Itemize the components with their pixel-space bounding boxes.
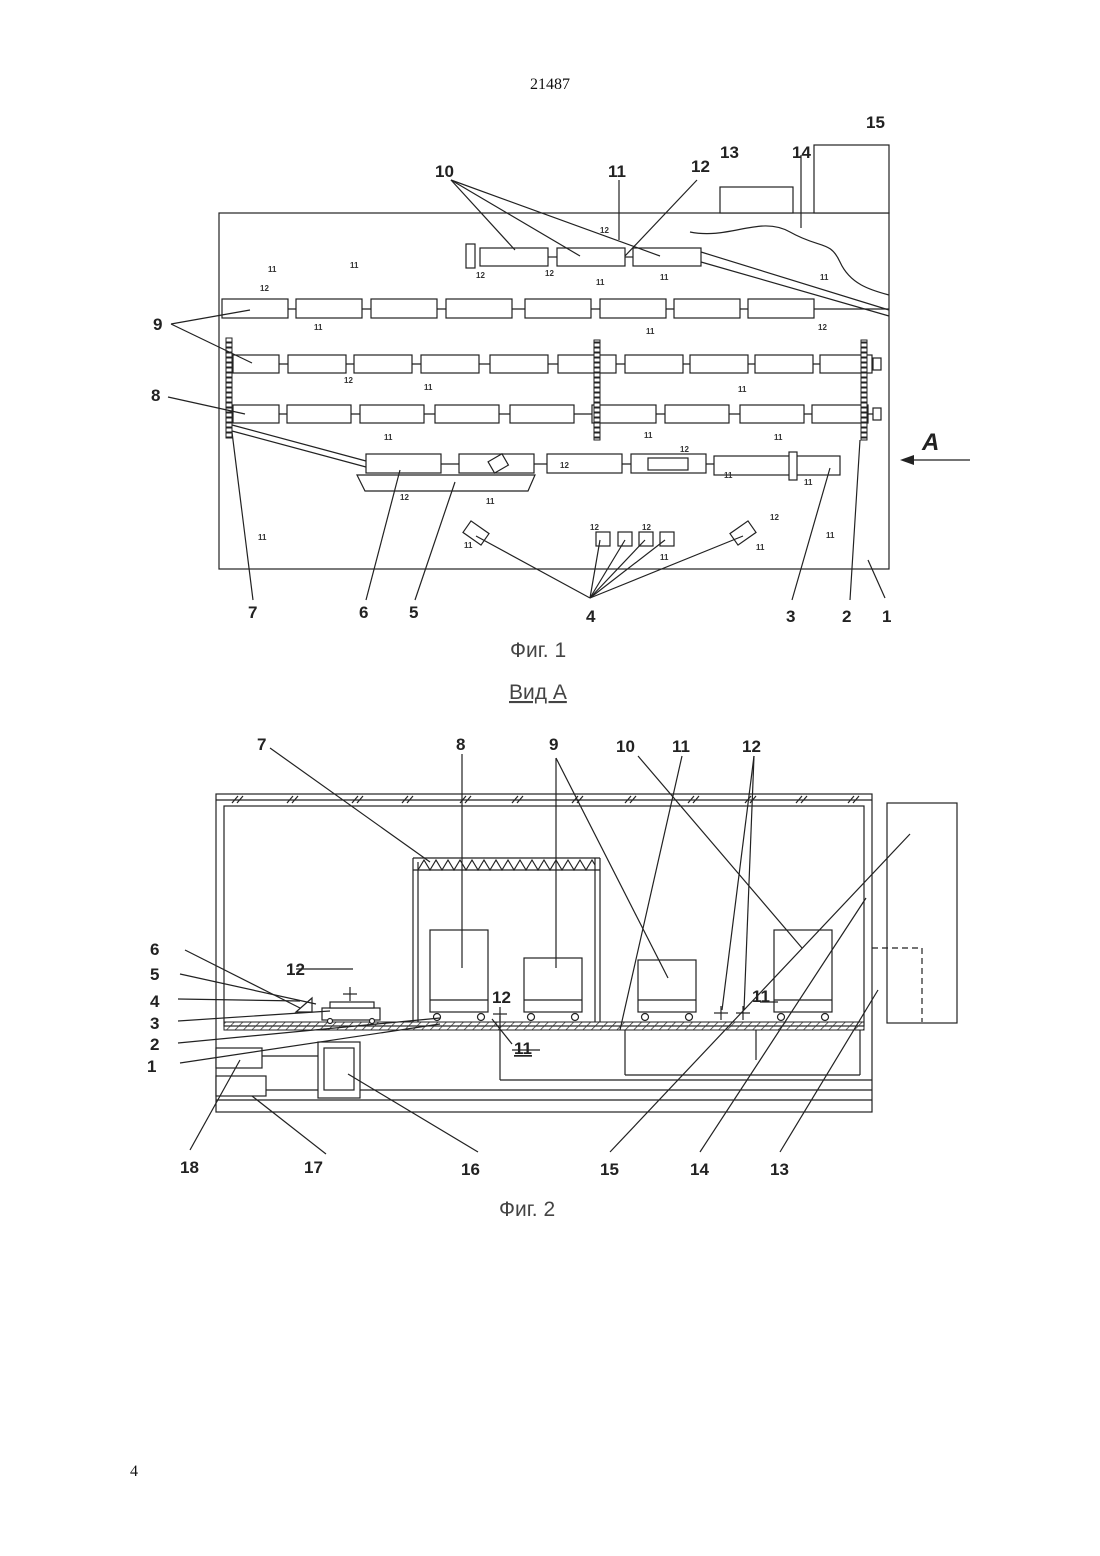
svg-text:8: 8 [151, 386, 160, 405]
svg-text:12: 12 [770, 513, 779, 522]
svg-text:11: 11 [644, 431, 653, 440]
svg-text:11: 11 [756, 543, 765, 552]
svg-text:11: 11 [486, 497, 495, 506]
svg-text:12: 12 [492, 988, 511, 1007]
fig2-vehicle-9 [524, 958, 582, 1021]
fig2-caption: Фиг. 2 [499, 1198, 555, 1221]
svg-text:12: 12 [286, 960, 305, 979]
unit-15 [814, 145, 889, 213]
svg-text:4: 4 [150, 992, 160, 1011]
svg-text:11: 11 [384, 433, 393, 442]
svg-text:11: 11 [774, 433, 783, 442]
fig2-unit-18 [216, 1048, 262, 1068]
svg-text:11: 11 [672, 737, 690, 756]
arrow-head-icon [900, 455, 914, 465]
fig2-vehicle-8 [430, 930, 488, 1021]
svg-text:1: 1 [882, 607, 891, 626]
svg-text:12: 12 [260, 284, 269, 293]
svg-text:7: 7 [248, 603, 257, 622]
svg-text:12: 12 [600, 226, 609, 235]
svg-text:15: 15 [600, 1160, 619, 1179]
svg-text:13: 13 [720, 143, 739, 162]
svg-text:17: 17 [304, 1158, 323, 1177]
svg-text:15: 15 [866, 113, 885, 132]
svg-text:12: 12 [590, 523, 599, 532]
hall-outline [219, 213, 889, 569]
svg-text:13: 13 [770, 1160, 789, 1179]
svg-text:11: 11 [646, 327, 655, 336]
svg-text:3: 3 [786, 607, 795, 626]
svg-text:11: 11 [350, 261, 359, 270]
fig2-view-title: Вид A [509, 681, 567, 704]
fig1-arrow-label: A [921, 429, 939, 456]
svg-text:12: 12 [642, 523, 651, 532]
svg-text:11: 11 [464, 541, 473, 550]
svg-text:9: 9 [153, 315, 162, 334]
svg-text:12: 12 [476, 271, 485, 280]
svg-text:12: 12 [344, 376, 353, 385]
svg-text:10: 10 [616, 737, 635, 756]
svg-text:11: 11 [424, 383, 433, 392]
svg-text:11: 11 [514, 1039, 532, 1058]
svg-text:11: 11 [660, 273, 669, 282]
svg-text:8: 8 [456, 735, 465, 754]
svg-text:12: 12 [400, 493, 409, 502]
svg-text:16: 16 [461, 1160, 480, 1179]
svg-text:12: 12 [680, 445, 689, 454]
svg-text:11: 11 [804, 478, 813, 487]
svg-text:6: 6 [359, 603, 368, 622]
svg-text:12: 12 [691, 157, 710, 176]
svg-text:11: 11 [268, 265, 277, 274]
fig1-diagram: A 11 11 12 11 12 11 11 11 12 11 11 11 11… [151, 113, 970, 662]
fig1-rail-right [861, 340, 867, 440]
svg-text:11: 11 [608, 162, 626, 181]
svg-text:9: 9 [549, 735, 558, 754]
svg-text:12: 12 [560, 461, 569, 470]
svg-text:11: 11 [258, 533, 267, 542]
svg-text:11: 11 [738, 385, 747, 394]
svg-text:5: 5 [150, 965, 159, 984]
svg-text:2: 2 [842, 607, 851, 626]
svg-text:11: 11 [724, 471, 733, 480]
fig2-vehicle-10 [774, 930, 832, 1021]
svg-text:18: 18 [180, 1158, 199, 1177]
fig2-floor [224, 1022, 864, 1030]
fig2-vehicle-9b [638, 960, 696, 1021]
svg-text:5: 5 [409, 603, 418, 622]
fig1-row-8 [229, 405, 881, 423]
svg-text:7: 7 [257, 735, 266, 754]
svg-text:12: 12 [545, 269, 554, 278]
fig1-caption: Фиг. 1 [510, 639, 566, 662]
svg-text:4: 4 [586, 607, 596, 626]
svg-text:11: 11 [752, 987, 770, 1006]
fig2-diagram: Вид A [147, 681, 957, 1221]
fig1-row-9-upper [222, 299, 889, 318]
svg-text:11: 11 [820, 273, 829, 282]
svg-text:10: 10 [435, 162, 454, 181]
svg-text:11: 11 [660, 553, 669, 562]
svg-text:12: 12 [742, 737, 761, 756]
svg-text:1: 1 [147, 1057, 156, 1076]
svg-text:14: 14 [690, 1160, 709, 1179]
svg-text:14: 14 [792, 143, 811, 162]
svg-text:6: 6 [150, 940, 159, 959]
svg-text:3: 3 [150, 1014, 159, 1033]
svg-text:2: 2 [150, 1035, 159, 1054]
fig2-unit-17 [216, 1076, 266, 1096]
svg-text:11: 11 [314, 323, 323, 332]
unit-13 [720, 187, 793, 213]
svg-text:11: 11 [596, 278, 605, 287]
svg-text:12: 12 [818, 323, 827, 332]
fig1-rail-middle [594, 340, 600, 440]
svg-text:11: 11 [826, 531, 835, 540]
